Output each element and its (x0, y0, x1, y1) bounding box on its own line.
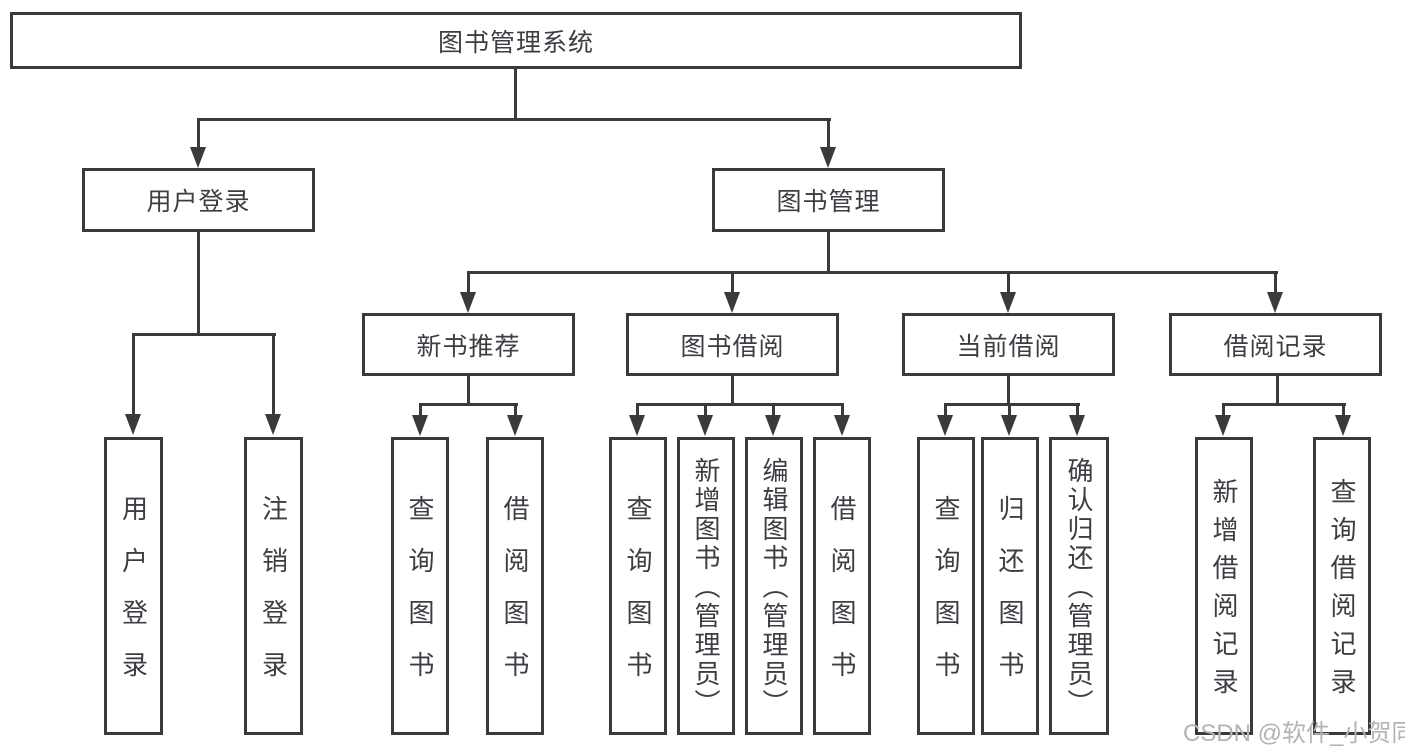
connector-arrow-shaft (419, 403, 422, 417)
leaf-label: 注销登录 (258, 495, 289, 703)
arrowhead-down-icon (507, 415, 523, 436)
leaf-borrow-borrow-books: 借阅图书 (813, 437, 871, 735)
leaf-label: 查询图书 (623, 495, 653, 703)
arrowhead-down-icon (1001, 415, 1017, 436)
connector-level2-hline (197, 118, 831, 121)
arrowhead-down-icon (460, 292, 476, 313)
connector-arrow-shaft (731, 271, 734, 295)
leaf-confirm-return-admin: 确认归还（管理员） (1049, 437, 1109, 735)
connector-user-login-drop (197, 231, 200, 336)
connector-arrow-shaft (1007, 271, 1010, 295)
leaf-user-login: 用户登录 (104, 437, 163, 735)
leaf-query-borrow-record: 查询借阅记录 (1313, 437, 1371, 735)
leaf-label: 编辑图书（管理员） (759, 457, 789, 718)
node-book-management: 图书管理 (712, 168, 945, 232)
node-current-borrowing: 当前借阅 (902, 313, 1115, 376)
connector-arrow-shaft (704, 403, 707, 417)
connector-records-hline (1222, 403, 1346, 406)
connector-arrow-shaft (841, 403, 844, 417)
leaf-label: 借阅图书 (827, 495, 857, 703)
connector-user-login-hline (132, 333, 276, 336)
node-library-management-system: 图书管理系统 (10, 12, 1022, 69)
node-label: 图书管理系统 (437, 28, 594, 57)
arrowhead-down-icon (834, 415, 850, 436)
connector-arrow-shaft (132, 333, 135, 416)
arrowhead-down-icon (629, 415, 645, 436)
leaf-logout: 注销登录 (244, 437, 303, 735)
connector-book-mgmt-drop (827, 231, 830, 274)
arrowhead-down-icon (820, 147, 836, 168)
leaf-newrec-borrow-books: 借阅图书 (486, 437, 544, 735)
connector-arrow-shaft (1222, 403, 1225, 417)
node-label: 用户登录 (146, 188, 251, 216)
connector-newrec-hline (419, 403, 518, 406)
leaf-edit-books-admin: 编辑图书（管理员） (745, 437, 803, 735)
connector-mgmt-arrow-shaft (827, 118, 830, 149)
arrowhead-down-icon (265, 414, 281, 435)
leaf-label: 查询图书 (931, 495, 961, 703)
connector-arrow-shaft (772, 403, 775, 417)
connector-arrow-shaft (1342, 403, 1345, 417)
arrowhead-down-icon (1069, 415, 1085, 436)
connector-root-drop (514, 67, 517, 119)
arrowhead-down-icon (765, 415, 781, 436)
connector-arrow-shaft (1008, 403, 1011, 417)
node-borrowing-records: 借阅记录 (1169, 313, 1382, 376)
connector-login-arrow-shaft (197, 118, 200, 149)
connector-arrow-shaft (944, 403, 947, 417)
csdn-watermark: CSDN @软件_小贺同学 (1183, 720, 1405, 747)
connector-arrow-shaft (272, 333, 275, 416)
connector-arrow-shaft (467, 271, 470, 295)
node-new-book-recommendation: 新书推荐 (362, 313, 575, 376)
leaf-label: 借阅图书 (500, 495, 530, 703)
node-label: 借阅记录 (1223, 332, 1328, 361)
arrowhead-down-icon (190, 147, 206, 168)
arrowhead-down-icon (1215, 415, 1231, 436)
connector-borrow-hline (636, 403, 844, 406)
connector-arrow-shaft (636, 403, 639, 417)
node-label: 当前借阅 (956, 332, 1061, 361)
connector-borrow-drop (731, 375, 734, 406)
leaf-label: 归还图书 (995, 495, 1025, 703)
node-label: 新书推荐 (416, 332, 521, 361)
leaf-label: 查询借阅记录 (1327, 478, 1357, 706)
leaf-add-books-admin: 新增图书（管理员） (677, 437, 735, 735)
arrowhead-down-icon (724, 292, 740, 313)
leaf-label: 新增借阅记录 (1209, 478, 1239, 706)
arrowhead-down-icon (412, 415, 428, 436)
leaf-label: 确认归还（管理员） (1064, 457, 1094, 718)
leaf-current-query-books: 查询图书 (917, 437, 975, 735)
connector-newrec-drop (467, 375, 470, 406)
connector-arrow-shaft (514, 403, 517, 417)
node-label: 图书借阅 (680, 332, 785, 361)
arrowhead-down-icon (1335, 415, 1351, 436)
connector-arrow-shaft (1274, 271, 1277, 295)
leaf-add-borrow-record: 新增借阅记录 (1195, 437, 1253, 735)
arrowhead-down-icon (1000, 292, 1016, 313)
connector-level3-hline (467, 271, 1278, 274)
connector-current-drop (1007, 375, 1010, 406)
node-book-borrowing: 图书借阅 (626, 313, 839, 376)
arrowhead-down-icon (125, 414, 141, 435)
node-label: 图书管理 (776, 188, 881, 216)
arrowhead-down-icon (697, 415, 713, 436)
connector-arrow-shaft (1076, 403, 1079, 417)
connector-current-hline (944, 403, 1080, 406)
leaf-return-books: 归还图书 (981, 437, 1039, 735)
arrowhead-down-icon (937, 415, 953, 436)
leaf-label: 查询图书 (405, 495, 435, 703)
leaf-label: 用户登录 (118, 495, 149, 703)
leaf-newrec-query-books: 查询图书 (391, 437, 449, 735)
arrowhead-down-icon (1267, 292, 1283, 313)
leaf-borrow-query-books: 查询图书 (609, 437, 667, 735)
node-user-login: 用户登录 (82, 168, 315, 232)
leaf-label: 新增图书（管理员） (691, 457, 721, 718)
connector-records-drop (1276, 375, 1279, 406)
